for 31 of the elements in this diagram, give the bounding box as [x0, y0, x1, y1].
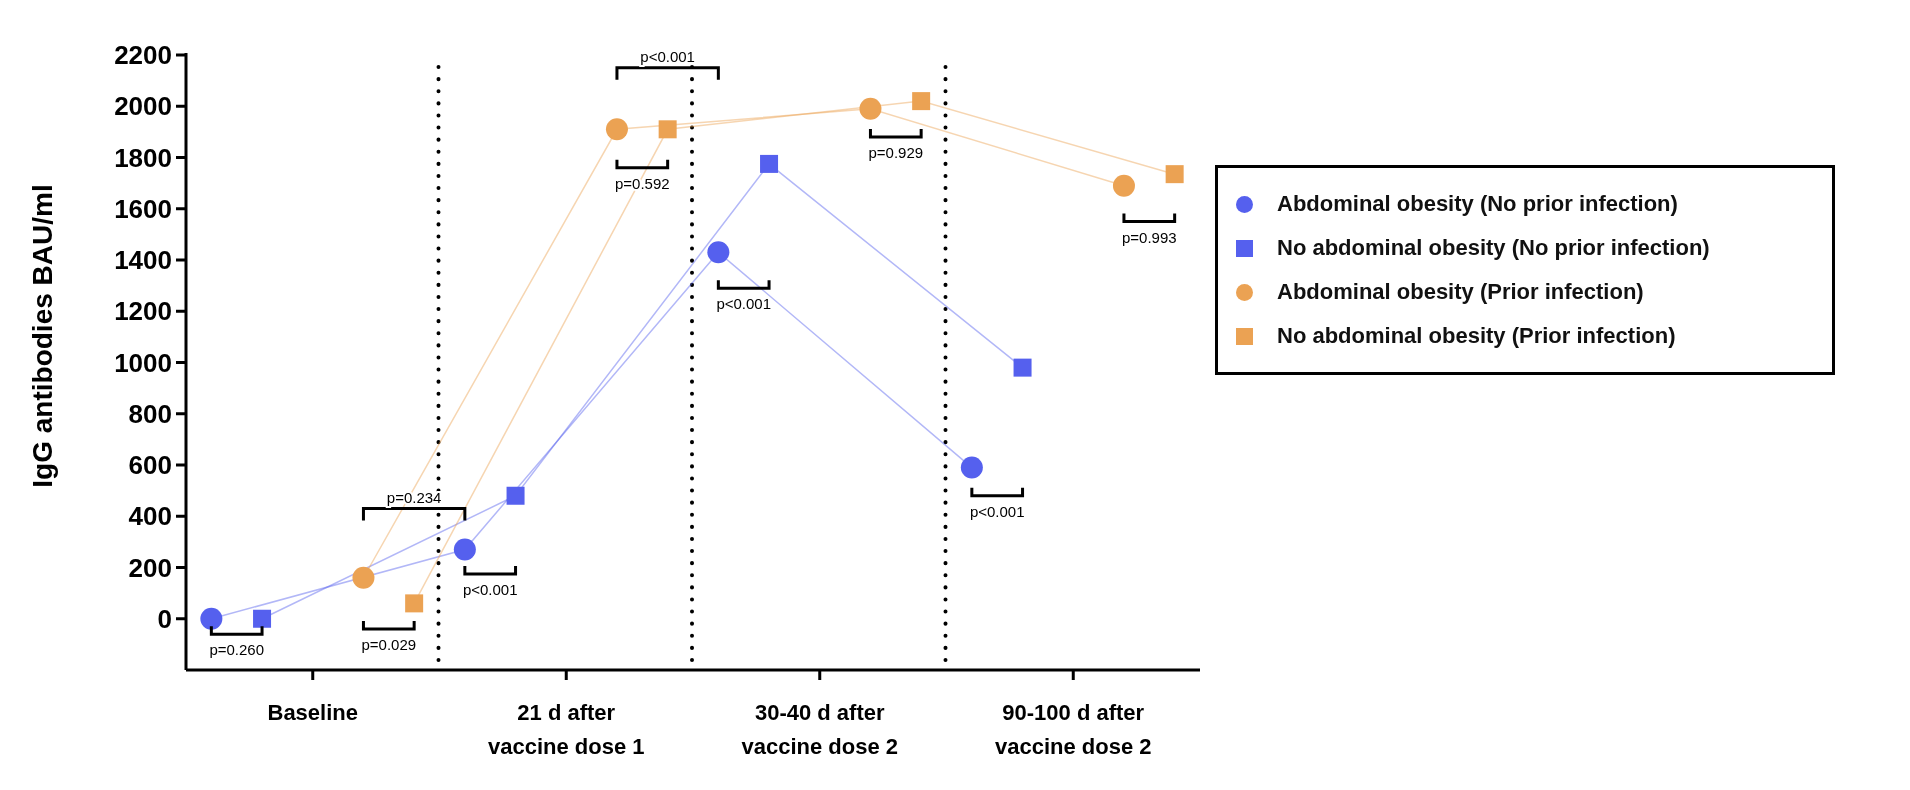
category-label: Baseline — [267, 700, 358, 725]
p-value-label: p<0.001 — [716, 295, 771, 313]
tick-label: 1600 — [114, 193, 172, 224]
tick-label: 200 — [128, 552, 172, 583]
p-value-label: p=0.993 — [1122, 228, 1177, 246]
tick-label: 1400 — [114, 245, 172, 275]
category-label: 21 d after vaccine dose 1 — [488, 700, 645, 759]
p-value-label: p<0.001 — [969, 502, 1025, 520]
tick-label: 2200 — [114, 40, 172, 70]
category-label: 90-100 d after vaccine dose 2 — [995, 700, 1152, 759]
p-value-label: p=0.260 — [209, 641, 264, 659]
tick-label: 1200 — [114, 296, 172, 327]
tick-label: 600 — [128, 450, 172, 480]
legend-label: No abdominal obesity (Prior infection) — [1277, 323, 1676, 349]
tick-label: 400 — [128, 501, 172, 532]
tick-label: 800 — [128, 398, 172, 429]
legend-label: Abdominal obesity (No prior infection) — [1277, 191, 1678, 217]
legend-label: Abdominal obesity (Prior infection) — [1277, 279, 1644, 305]
p-value-label: p<0.001 — [640, 47, 695, 65]
p-value-label: p=0.592 — [615, 174, 670, 192]
p-value-label: p=0.234 — [386, 488, 442, 506]
p-value-label: p<0.001 — [462, 580, 518, 598]
legend-label: No abdominal obesity (No prior infection) — [1277, 235, 1710, 261]
tick-label: 2000 — [114, 91, 172, 122]
tick-label: 0 — [157, 603, 172, 634]
axis-title: IgG antibodies BAU/ml — [27, 184, 58, 488]
tick-label: 1800 — [114, 142, 172, 173]
p-value-label: p=0.029 — [361, 636, 417, 653]
p-value-label: p=0.929 — [868, 144, 924, 161]
tick-label: 1000 — [114, 347, 172, 378]
category-label: 30-40 d after vaccine dose 2 — [741, 700, 898, 759]
